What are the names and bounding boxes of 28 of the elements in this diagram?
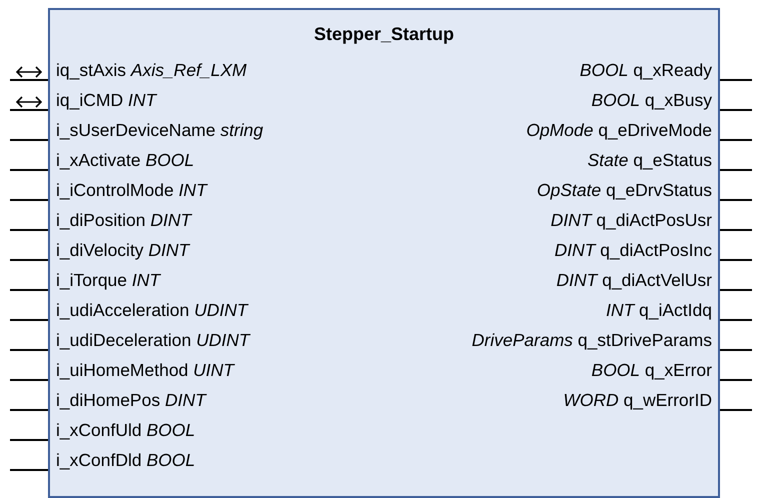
input-pin-label: i_xConfDld BOOL xyxy=(56,450,196,470)
output-pin-label: DINT q_diActPosUsr xyxy=(550,210,712,230)
output-pin-label: OpMode q_eDriveMode xyxy=(526,120,712,140)
input-pin-label: iq_stAxis Axis_Ref_LXM xyxy=(56,60,247,80)
output-pin-label: BOOL q_xError xyxy=(591,360,712,380)
input-pin-label: i_udiAcceleration UDINT xyxy=(56,300,248,320)
input-pin-label: i_diPosition DINT xyxy=(56,210,192,230)
block-title: Stepper_Startup xyxy=(314,24,454,44)
output-pin-label: DINT q_diActPosInc xyxy=(554,240,712,260)
input-pin-label: i_iControlMode INT xyxy=(56,180,207,200)
input-pin-label: i_xActivate BOOL xyxy=(56,150,194,170)
input-pin-label: i_uiHomeMethod UINT xyxy=(56,360,234,380)
output-pin-label: State q_eStatus xyxy=(587,150,712,170)
input-pin-label: i_diHomePos DINT xyxy=(56,390,206,410)
input-pin-label: i_sUserDeviceName string xyxy=(56,120,264,140)
output-pin-label: BOOL q_xReady xyxy=(580,60,712,80)
input-pin-label: i_udiDeceleration UDINT xyxy=(56,330,250,350)
output-pin-label: INT q_iActIdq xyxy=(606,300,712,320)
input-pin-label: i_diVelocity DINT xyxy=(56,240,190,260)
output-pin-label: OpState q_eDrvStatus xyxy=(536,180,712,200)
input-pin-label: iq_iCMD INT xyxy=(56,90,156,110)
output-pin-label: DriveParams q_stDriveParams xyxy=(472,330,712,350)
output-pin-label: DINT q_diActVelUsr xyxy=(556,270,712,290)
input-pin-label: i_xConfUld BOOL xyxy=(56,420,196,440)
output-pin-label: WORD q_wErrorID xyxy=(563,390,712,410)
output-pin-label: BOOL q_xBusy xyxy=(591,90,712,110)
input-pin-label: i_iTorque INT xyxy=(56,270,160,290)
function-block xyxy=(48,8,720,498)
